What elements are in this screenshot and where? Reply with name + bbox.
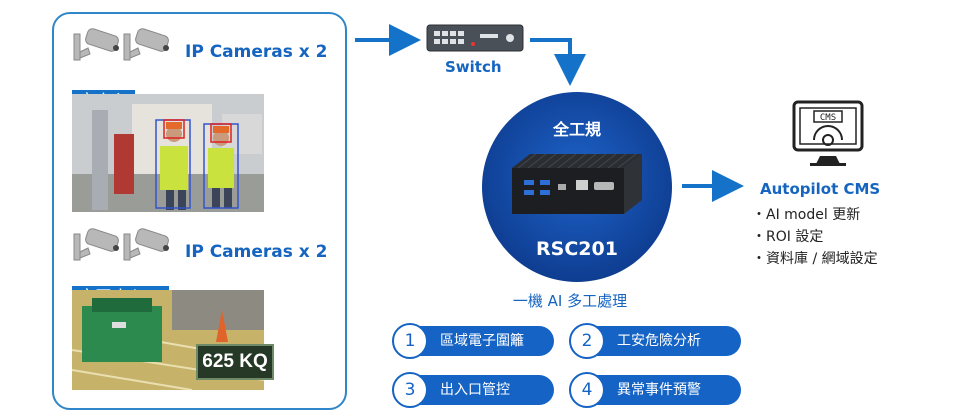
- cms-item-3: 資料庫 / 網域設定: [752, 248, 878, 270]
- processing-label: 一機 AI 多工處理: [512, 292, 628, 310]
- cms-monitor-icon: CMS: [792, 100, 864, 166]
- feature-4-number: 4: [569, 372, 605, 408]
- device-model: RSC201: [536, 238, 618, 260]
- feature-1-label: 區域電子圍籬: [440, 333, 524, 349]
- feature-2: 2 工安危險分析: [569, 323, 741, 359]
- device-circle: 全工規 RSC201: [482, 92, 672, 282]
- switch-label: Switch: [445, 58, 502, 76]
- license-plate-text: 625 KQ: [202, 351, 268, 372]
- feature-1-number: 1: [392, 323, 428, 359]
- feature-3-label: 出入口管控: [440, 382, 510, 398]
- feature-2-label: 工安危險分析: [617, 333, 701, 349]
- feature-3: 3 出入口管控: [392, 372, 554, 408]
- camera-group-1: [72, 28, 172, 68]
- network-switch-icon: [426, 24, 524, 52]
- factory-photo: [72, 94, 264, 212]
- cms-feature-list: AI model 更新 ROI 設定 資料庫 / 網域設定: [752, 204, 878, 270]
- device-top-label: 全工規: [552, 120, 601, 139]
- feature-4-label: 異常事件預警: [617, 382, 701, 398]
- cms-title: Autopilot CMS: [760, 180, 881, 198]
- camera-group-1-label: IP Cameras x 2: [185, 42, 328, 62]
- license-plate: 625 KQ: [196, 344, 274, 380]
- feature-4: 4 異常事件預警: [569, 372, 741, 408]
- camera-icon: [73, 228, 169, 261]
- camera-group-2-label: IP Cameras x 2: [185, 242, 328, 262]
- feature-2-number: 2: [569, 323, 605, 359]
- cms-item-2: ROI 設定: [752, 226, 878, 248]
- cms-screen-text: CMS: [820, 113, 836, 123]
- camera-icon: [73, 28, 169, 61]
- camera-group-2: [72, 228, 172, 268]
- feature-3-number: 3: [392, 372, 428, 408]
- industrial-pc-icon: [512, 153, 642, 214]
- cms-item-1: AI model 更新: [752, 204, 878, 226]
- arrow-switch-to-device: [530, 38, 586, 86]
- feature-1: 1 區域電子圍籬: [392, 323, 554, 359]
